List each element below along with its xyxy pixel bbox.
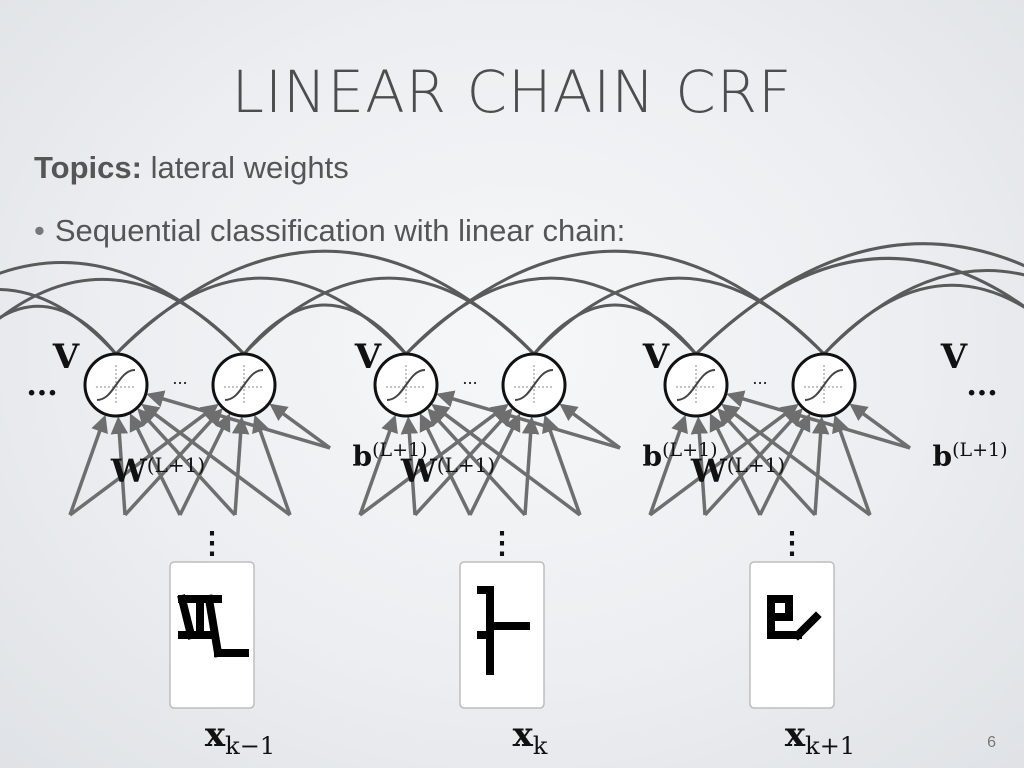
vertical-ellipsis: ⋮ bbox=[197, 526, 227, 561]
weight-arrow bbox=[690, 416, 709, 516]
weight-arrow bbox=[832, 414, 872, 516]
bias-arrow bbox=[559, 403, 622, 450]
weight-arrow bbox=[178, 413, 231, 516]
bias-arrow bbox=[849, 403, 912, 450]
weight-label: W(L+1) bbox=[400, 452, 495, 490]
sigmoid-curve-icon bbox=[676, 369, 716, 401]
weight-arrow bbox=[129, 413, 182, 516]
weight-arrow bbox=[811, 416, 830, 516]
lateral-arc-edge bbox=[822, 269, 1024, 356]
input-label: xk bbox=[513, 715, 548, 760]
weight-arrow bbox=[400, 416, 419, 516]
weight-arrow bbox=[123, 408, 223, 517]
handwritten-glyph-stroke bbox=[177, 594, 196, 640]
lateral-connections bbox=[0, 242, 1024, 356]
weight-arrow bbox=[231, 416, 250, 516]
sigmoid-unit bbox=[373, 352, 439, 418]
weight-arrow bbox=[252, 414, 292, 516]
topics-label: Topics: bbox=[34, 150, 142, 185]
sigmoid-curve-icon bbox=[804, 369, 844, 401]
lateral-arc-edge bbox=[0, 261, 246, 356]
bias-label: b(L+1) bbox=[642, 439, 717, 473]
bullet-dot-icon: • bbox=[34, 213, 45, 248]
topics-value: lateral weights bbox=[150, 150, 349, 185]
weight-arrow bbox=[703, 408, 803, 517]
lateral-arc-edge bbox=[694, 257, 1024, 356]
weight-arrow bbox=[141, 403, 292, 517]
weight-arrow bbox=[709, 413, 762, 516]
weight-arrow bbox=[717, 408, 817, 517]
weight-arrow bbox=[542, 414, 582, 516]
bias-label: b(L+1) bbox=[932, 439, 1007, 473]
bias-arrow bbox=[269, 403, 332, 450]
sigmoid-curve-icon bbox=[514, 369, 554, 401]
weight-arrow bbox=[521, 416, 540, 516]
weight-label: W(L+1) bbox=[690, 452, 785, 490]
vertical-ellipsis: ⋮ bbox=[487, 526, 517, 561]
unit-ellipsis: ... bbox=[752, 369, 767, 388]
weight-arrow bbox=[648, 414, 688, 516]
sigmoid-unit bbox=[501, 352, 567, 418]
weight-arrow bbox=[721, 403, 872, 517]
lateral-weight-label: V bbox=[354, 337, 382, 377]
sigmoid-unit bbox=[211, 352, 277, 418]
weight-arrow bbox=[419, 413, 472, 516]
weight-arrow bbox=[358, 403, 509, 517]
bias-label: b(L+1) bbox=[352, 439, 427, 473]
lateral-arc-edge bbox=[0, 304, 118, 355]
feedforward-connections bbox=[68, 390, 912, 517]
lateral-arc bbox=[532, 276, 826, 356]
sigmoid-curve-icon bbox=[224, 369, 264, 401]
sigmoid-unit bbox=[663, 352, 729, 418]
unit-ellipsis: ... bbox=[462, 369, 477, 388]
weight-arrow bbox=[427, 408, 527, 517]
sigmoid-curve-icon bbox=[386, 369, 426, 401]
handwritten-glyph-stroke bbox=[204, 594, 223, 658]
topics-line: Topics: lateral weights bbox=[34, 150, 349, 186]
input-images bbox=[169, 561, 835, 709]
sigmoid-curve-icon bbox=[96, 369, 136, 401]
lateral-weight-label: V bbox=[642, 337, 670, 377]
lateral-weight-label: V bbox=[52, 337, 80, 377]
weight-arrow bbox=[468, 413, 521, 516]
sigmoid-unit bbox=[791, 352, 857, 418]
weight-arrow bbox=[137, 408, 237, 517]
page-number: 6 bbox=[987, 734, 996, 751]
unit-ellipsis: ... bbox=[172, 369, 187, 388]
input-label: xk+1 bbox=[785, 715, 855, 760]
weight-arrow bbox=[758, 413, 811, 516]
weight-arrow bbox=[68, 414, 108, 516]
bullet-text: Sequential classification with linear ch… bbox=[54, 213, 626, 248]
slide-title: LINEAR CHAIN CRF bbox=[231, 58, 793, 126]
weight-arrow bbox=[110, 416, 129, 516]
weight-arrow bbox=[68, 403, 219, 517]
lateral-arc-edge bbox=[694, 242, 1024, 356]
handwritten-glyph-stroke bbox=[792, 611, 822, 641]
lateral-arc-edge bbox=[822, 283, 1024, 356]
input-label: xk−1 bbox=[205, 715, 275, 760]
hidden-units bbox=[83, 352, 857, 418]
edge-ellipsis-right: ... bbox=[966, 368, 997, 403]
weight-arrow bbox=[431, 403, 582, 517]
lateral-arc bbox=[242, 276, 536, 356]
weight-arrow bbox=[358, 414, 398, 516]
input-image-frame bbox=[459, 561, 545, 709]
vertical-ellipsis: ⋮ bbox=[777, 526, 807, 561]
lateral-arc-edge bbox=[0, 277, 246, 356]
sigmoid-unit bbox=[83, 352, 149, 418]
bullet-item: • Sequential classification with linear c… bbox=[34, 213, 625, 249]
lateral-weight-label: V bbox=[940, 337, 968, 377]
edge-ellipsis-left: ... bbox=[26, 368, 57, 403]
weight-arrow bbox=[648, 403, 799, 517]
weight-arrow bbox=[413, 408, 513, 517]
weight-label: W(L+1) bbox=[110, 452, 205, 490]
